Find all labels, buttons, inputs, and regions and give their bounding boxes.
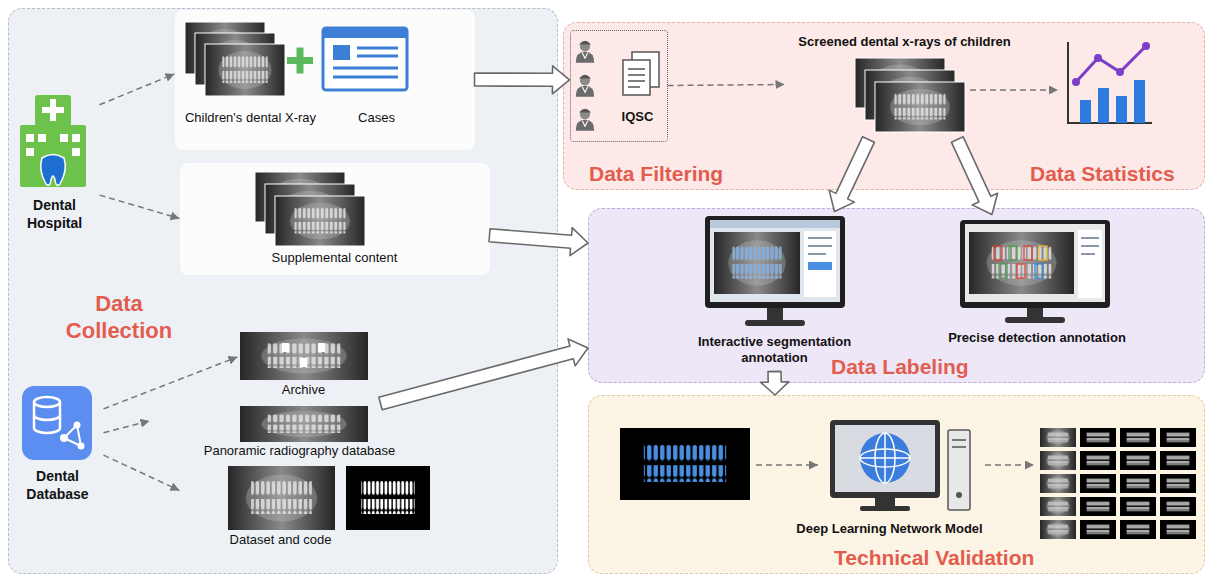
database-box: Dental Database [12,383,104,515]
validation-panel: Technical Validation Deep Learning Networ… [588,395,1205,574]
flow-arrow [475,66,570,94]
dashed-arrow [668,85,785,86]
section-title: Data Statistics [1030,162,1202,186]
node-label: Dental Hospital [10,196,100,232]
dashed-arrow [104,455,180,490]
dashed-arrow [104,421,150,433]
node-label: Deep Learning Network Model [775,521,1005,537]
flow-arrow [761,371,789,395]
text-slot: Technical Validation [834,546,1074,570]
text-slot: Deep Learning Network Model [775,521,1005,537]
image-box: Dataset and code [180,464,440,554]
archive-image [240,332,368,380]
text-slot: Data Collection [41,291,197,345]
dashed-arrow [104,357,238,409]
result-grid [1040,428,1196,539]
dashed-arrow [100,74,175,105]
flow-arrow [951,137,997,215]
xray-stack [255,172,365,246]
source-card: Children's dental X-ray Cases [175,10,475,150]
iqsc-box: IQSC [570,30,668,142]
section-title: Technical Validation [834,546,1074,570]
hospital-icon [20,95,86,187]
dashed-arrow [985,464,1034,466]
statistics-icon [1068,42,1152,123]
node-label: Archive [238,382,370,398]
text-slot: Interactive segmentation annotation [680,334,870,366]
segmentation-mask [620,428,750,500]
source-card: Supplemental content [180,163,490,275]
filtering-panel: Data Filtering Data Statistics IQSC Screene… [563,22,1205,190]
node-label: IQSC [609,109,667,125]
text-slot: Data Labeling [831,355,1031,379]
hospital-box: Dental Hospital [10,92,100,240]
collection-panel: Data Collection Dental Hospital Children's… [8,8,558,574]
node-label: Precise detection annotation [925,330,1150,346]
text-slot: Dental Hospital [10,196,100,232]
node-label: Children's dental X-ray [175,110,327,126]
node-label: Screened dental x-rays of children [785,34,1025,50]
text-slot: Supplemental content [180,250,490,266]
section-title: Data Collection [41,291,197,345]
node-label: Supplemental content [180,250,490,266]
database-icon [22,386,92,460]
dashed-arrow [756,464,818,466]
section-title: Data Labeling [831,355,1031,379]
text-slot: Precise detection annotation [925,330,1150,346]
text-slot: IQSC [609,109,667,125]
segmentation-monitor [705,216,845,326]
dashed-arrow [100,195,180,218]
node-label: Dataset and code [216,532,346,548]
text-slot: Children's dental X-ray [175,110,327,126]
flow-arrow [829,137,874,212]
xray-stack [855,58,965,132]
doctor-icons [576,41,594,131]
section-title: Data Filtering [589,162,789,186]
annotation-tool: Precise detection annotation [925,215,1150,352]
text-slot: Panoramic radiography database [150,443,450,459]
detection-monitor [960,220,1110,323]
flow-arrow [489,228,588,256]
flow-arrow [379,339,588,410]
xray-stack [185,22,285,96]
document-icon [623,52,659,95]
panoramic-image [240,406,368,442]
model-box: Deep Learning Network Model [775,415,1005,543]
text-slot: Dataset and code [216,532,346,548]
annotation-tool: Interactive segmentation annotation [675,212,875,372]
screened-box: Screened dental x-rays of children [785,30,1025,140]
text-slot: Screened dental x-rays of children [785,34,1025,50]
image-box: Archive [238,330,370,402]
plus-sign [287,48,313,74]
labeling-panel: Data LabelingInteractive segmentation an… [588,208,1205,383]
node-label: Dental Database [12,467,104,503]
dashed-arrow [970,89,1058,91]
text-slot: Data Statistics [1030,162,1202,186]
image-box: Panoramic radiography database [150,404,450,462]
node-label: Panoramic radiography database [150,443,450,459]
text-slot: Archive [238,382,370,398]
node-label: Interactive segmentation annotation [680,334,870,366]
computer-icon [830,420,970,511]
cases-icon [323,28,407,90]
text-slot: Cases [335,110,419,126]
text-slot: Dental Database [12,467,104,503]
node-label: Cases [335,110,419,126]
text-slot: Data Filtering [589,162,789,186]
dataset-images [228,466,430,530]
